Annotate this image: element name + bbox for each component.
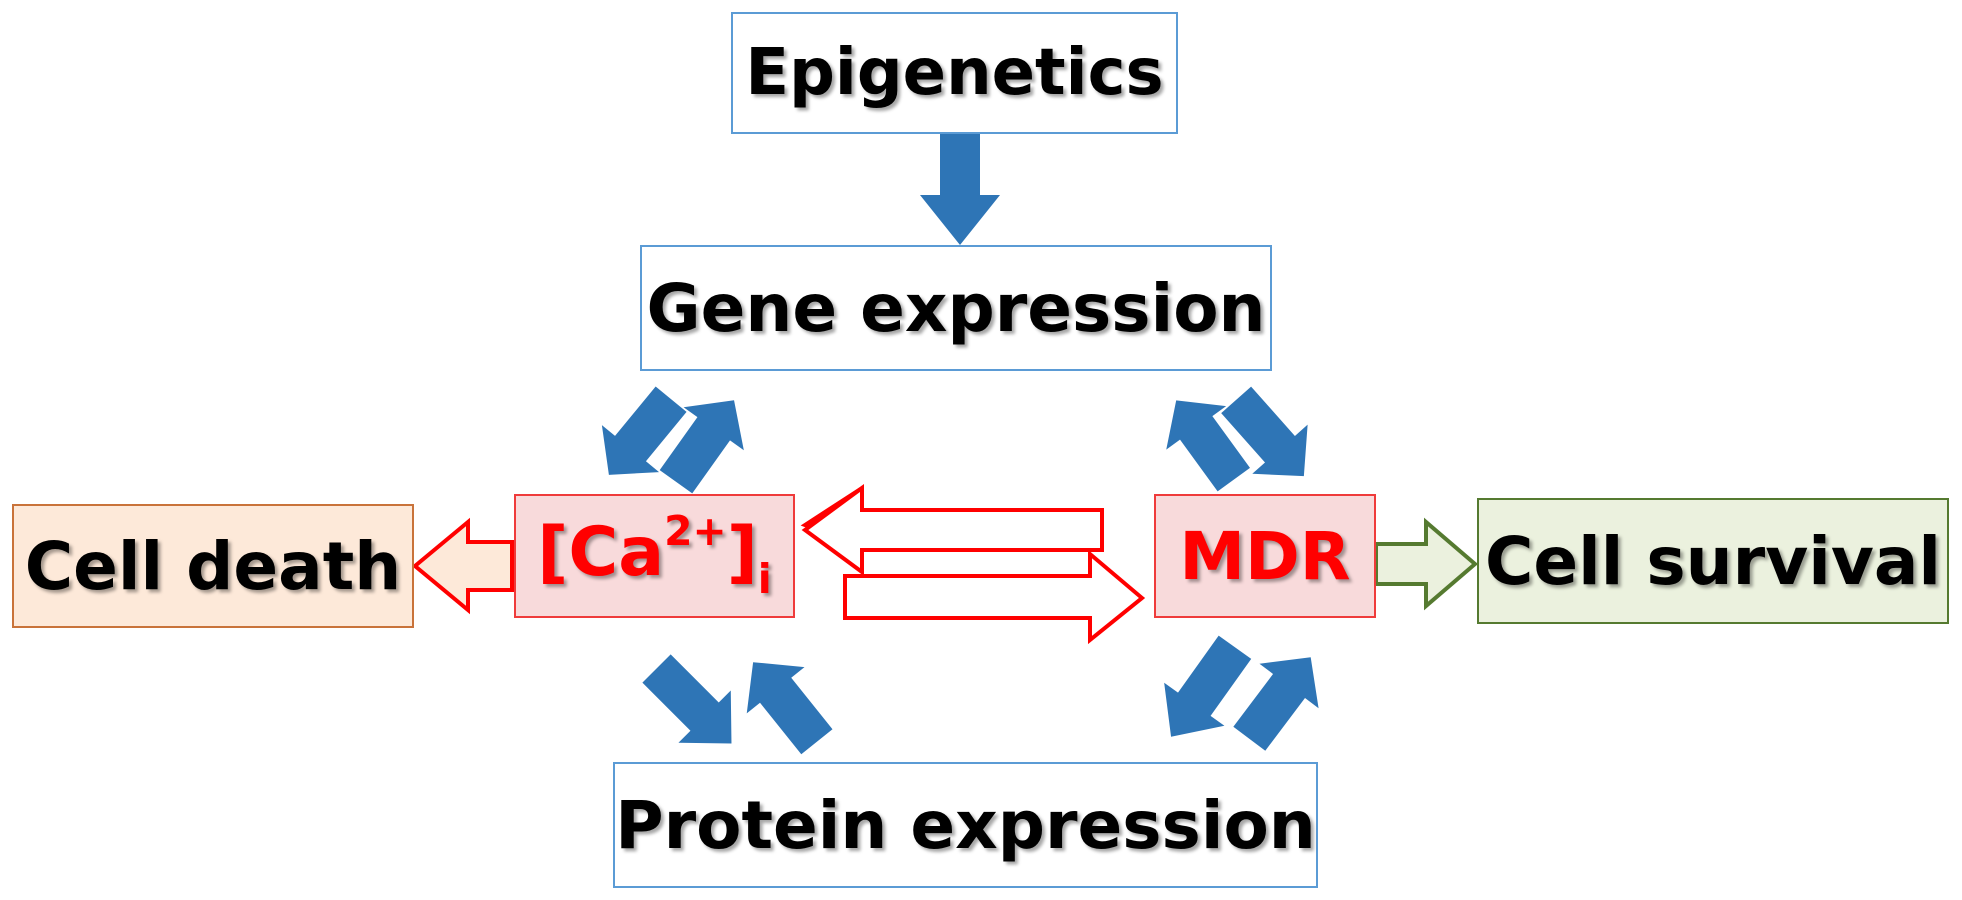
calcium-close: ] — [726, 512, 758, 592]
arrow-calcium-to-cell-death — [411, 517, 514, 615]
calcium-box: [Ca2+]i — [514, 494, 795, 618]
arrow-mdr-to-cell-survival — [1374, 517, 1479, 611]
gene-expression-box: Gene expression — [640, 245, 1272, 371]
cell-death-box: Cell death — [12, 504, 414, 628]
mdr-label: MDR — [1179, 517, 1351, 595]
epigenetics-box: Epigenetics — [731, 12, 1178, 134]
cell-survival-label: Cell survival — [1484, 522, 1942, 600]
calcium-open: [Ca — [537, 512, 665, 592]
calcium-label: [Ca2+]i — [537, 507, 772, 604]
cell-survival-box: Cell survival — [1477, 498, 1949, 624]
protein-expression-box: Protein expression — [613, 762, 1318, 888]
arrow-gene-to-calcium — [601, 386, 687, 475]
arrow-epigenetics-to-gene-expression — [920, 134, 1000, 245]
arrow-calcium-to-mdr — [843, 549, 1146, 645]
calcium-charge: 2+ — [664, 506, 727, 555]
arrow-calcium-to-protein — [642, 654, 732, 744]
arrow-gene-to-mdr — [1221, 386, 1308, 477]
calcium-subscript: i — [757, 555, 772, 604]
arrow-protein-to-mdr — [1233, 657, 1319, 751]
mdr-box: MDR — [1154, 494, 1376, 618]
arrow-mdr-to-gene — [1166, 400, 1250, 492]
arrow-mdr-to-protein — [1164, 635, 1252, 737]
arrow-protein-to-calcium — [746, 662, 833, 755]
protein-expression-label: Protein expression — [615, 786, 1316, 864]
epigenetics-label: Epigenetics — [745, 36, 1164, 110]
cell-death-label: Cell death — [24, 527, 402, 605]
gene-expression-label: Gene expression — [646, 269, 1266, 347]
arrow-calcium-to-gene — [659, 400, 744, 494]
